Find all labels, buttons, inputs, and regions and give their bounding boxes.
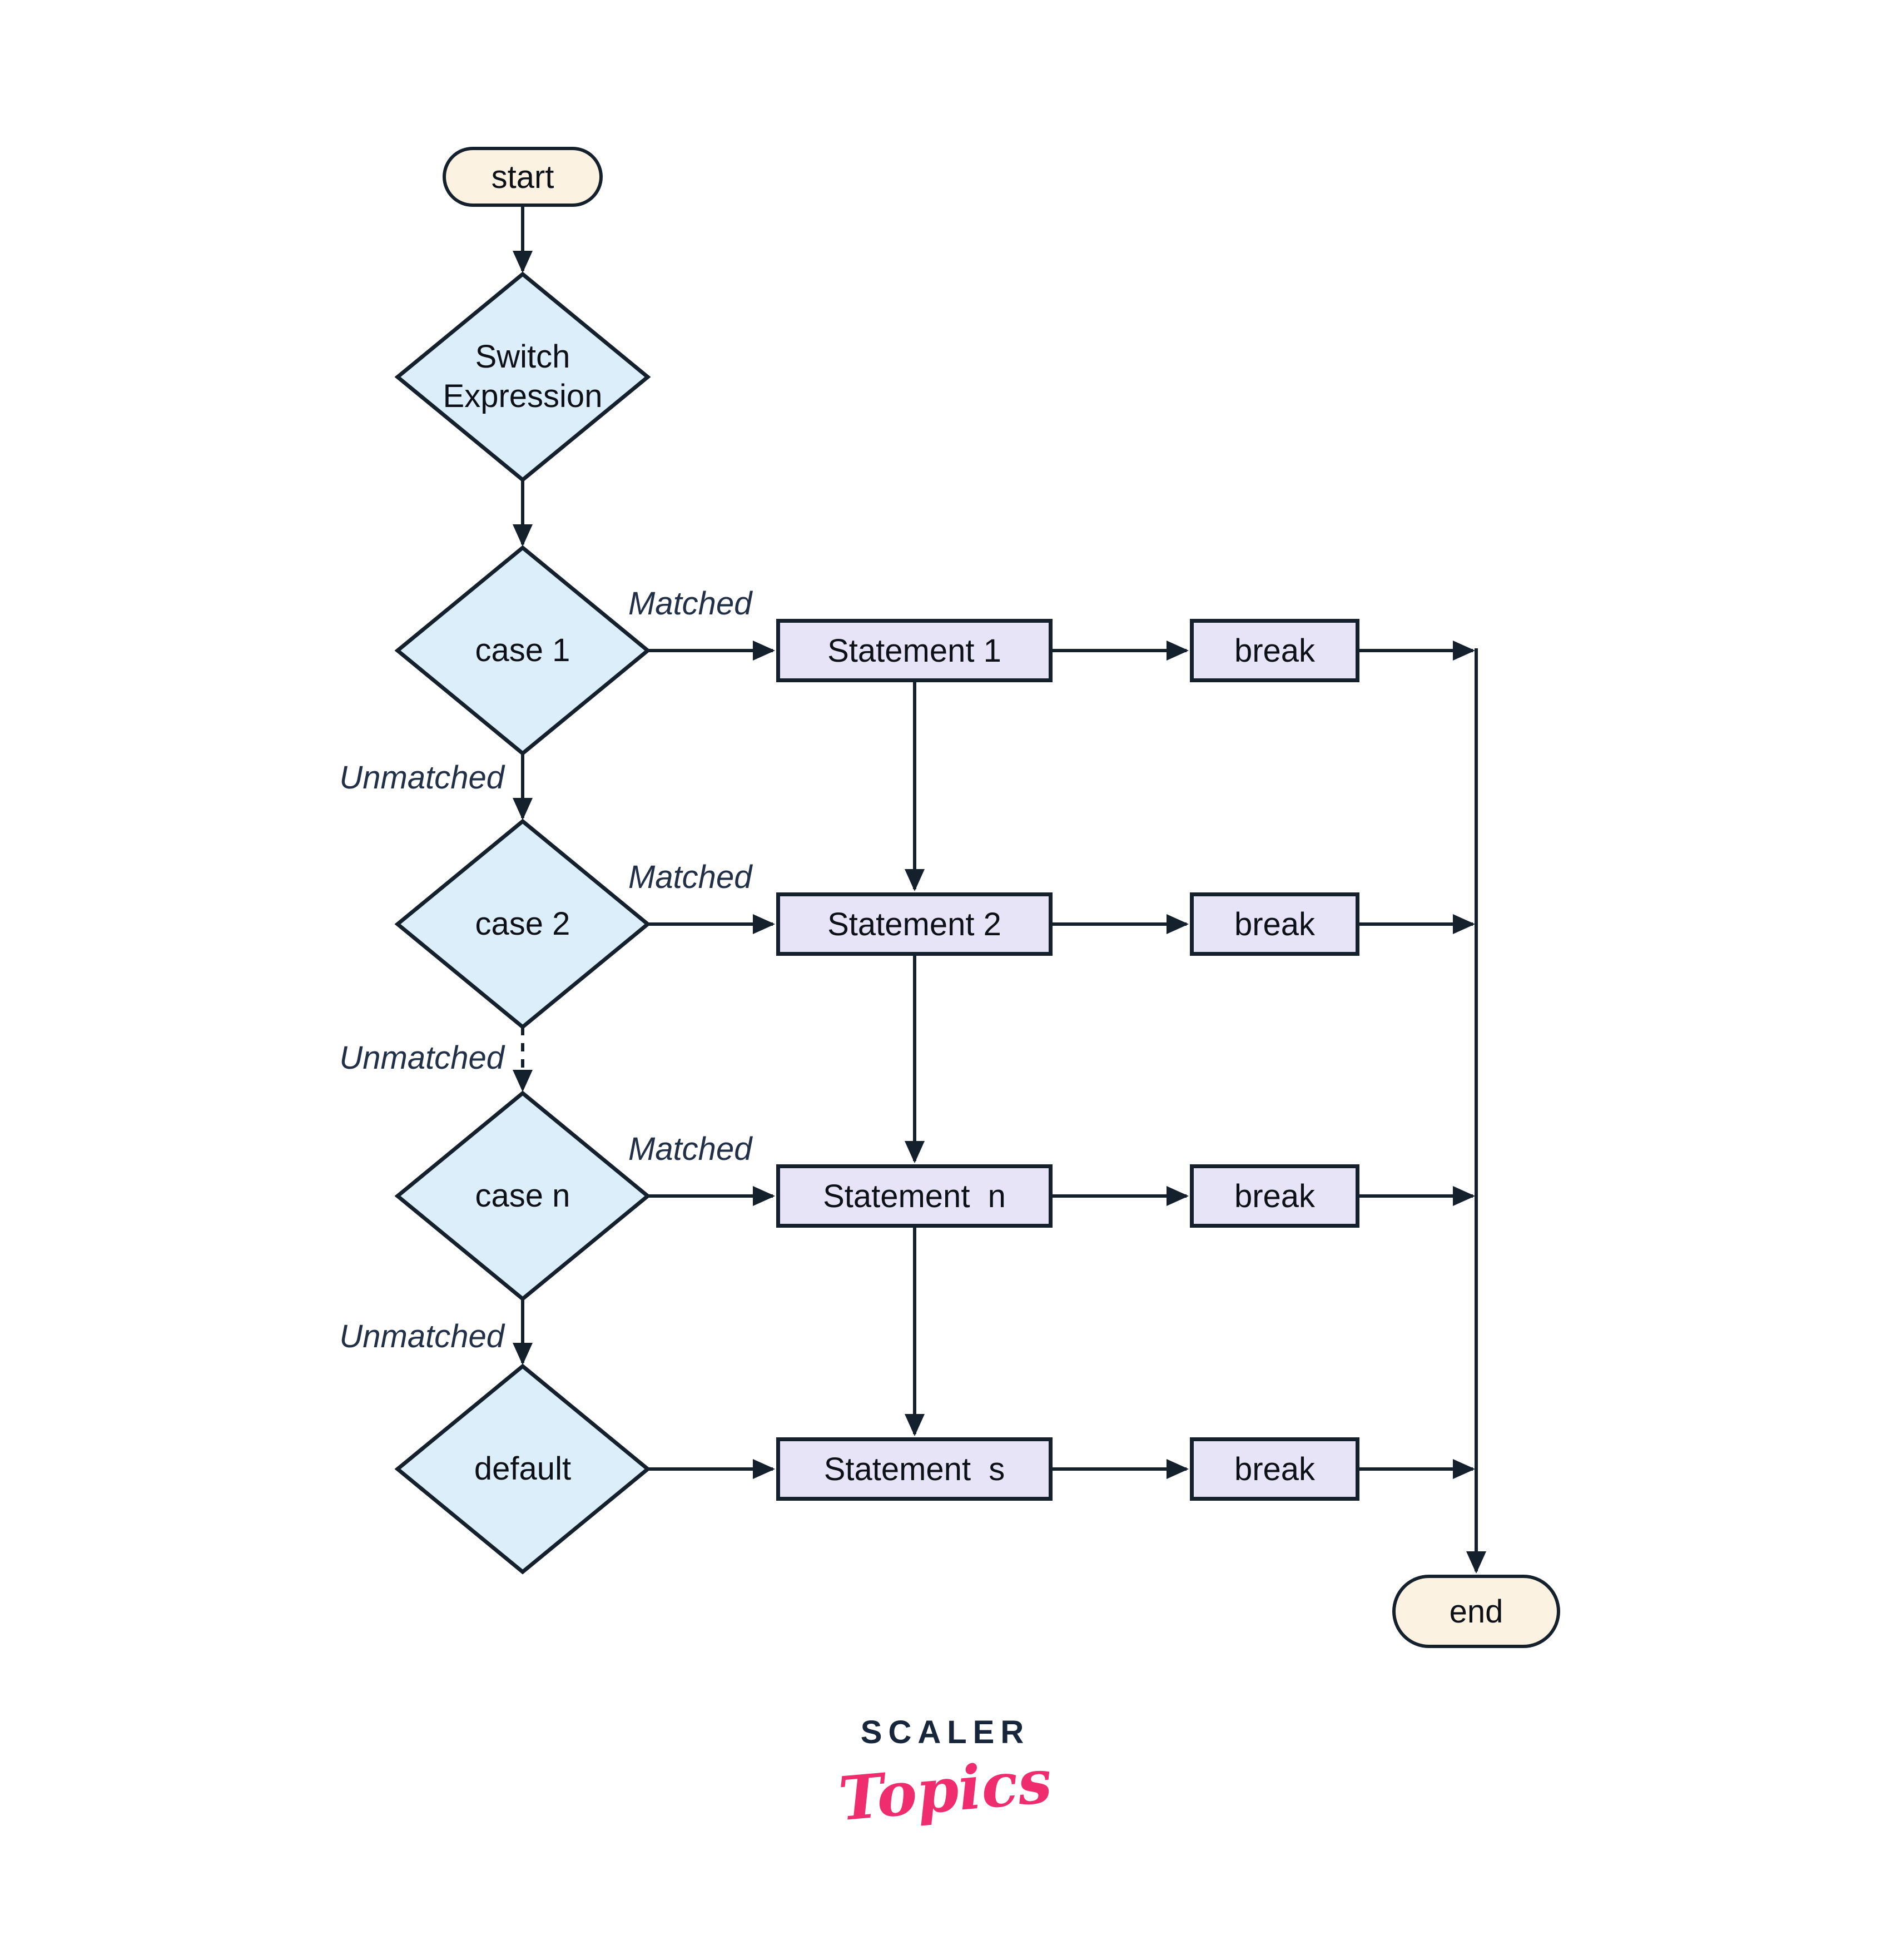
start-label: start <box>491 158 554 195</box>
statement-2-box: Statement 2 <box>776 892 1053 956</box>
case-n-label: case n <box>475 1177 570 1214</box>
break-n-box: break <box>1190 1164 1359 1228</box>
edge-label-matched-1: Matched <box>628 585 752 622</box>
start-node: start <box>443 147 603 207</box>
end-node: end <box>1392 1575 1560 1648</box>
edge-label-unmatched-2: Unmatched <box>339 1039 504 1076</box>
break-1-box: break <box>1190 619 1359 682</box>
statement-1-box: Statement 1 <box>776 619 1053 682</box>
logo-sub-text: Topics <box>836 1746 1055 1835</box>
default-diamond <box>394 1363 651 1575</box>
case-2-label: case 2 <box>475 905 570 942</box>
break-2-box: break <box>1190 892 1359 956</box>
logo-brand-text: SCALER <box>860 1714 1030 1750</box>
scaler-topics-logo: SCALER Topics <box>778 1714 1112 1834</box>
end-label: end <box>1449 1593 1503 1630</box>
statement-n-box: Statement n <box>776 1164 1053 1228</box>
break-s-box: break <box>1190 1437 1359 1501</box>
case-1-label: case 1 <box>475 632 570 668</box>
edge-label-unmatched-3: Unmatched <box>339 1318 504 1354</box>
statement-s-box: Statement s <box>776 1437 1053 1501</box>
edge-label-unmatched-1: Unmatched <box>339 759 504 796</box>
default-label: default <box>474 1450 572 1487</box>
edge-label-matched-3: Matched <box>628 1130 752 1167</box>
switch-expression-label: Switch Expression <box>443 339 603 414</box>
edge-label-matched-2: Matched <box>628 859 752 895</box>
